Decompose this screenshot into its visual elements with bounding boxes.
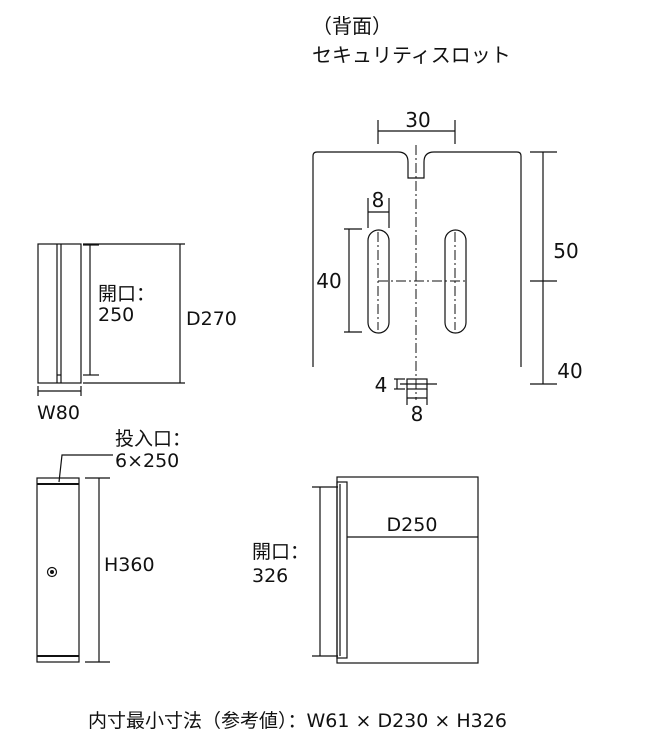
side-width: W80 (37, 402, 80, 424)
side-view: 開口： 250 D270 W80 (37, 243, 237, 424)
door-frame (336, 481, 348, 659)
back-panel-outline (312, 151, 522, 367)
dim-lower: 40 (557, 359, 582, 383)
back-view: （背面） セキュリティスロット 30 8 40 50 40 (312, 14, 583, 426)
slot-leader-line (58, 454, 113, 483)
back-view-subtitle: セキュリティスロット (312, 43, 511, 67)
dim-small-slot-height: 4 (375, 373, 388, 397)
front-body (36, 477, 80, 663)
side-depth: D270 (186, 308, 237, 330)
open-depth: D250 (387, 514, 438, 536)
side-opening-label: 開口： (98, 283, 155, 305)
dim-slot-width: 8 (372, 188, 385, 212)
dim-small-slot-width: 8 (411, 402, 424, 426)
open-opening-label: 開口： (252, 541, 309, 563)
side-opening-value: 250 (98, 304, 134, 326)
slot-value: 6×250 (115, 450, 179, 472)
inner-dimensions-note: 内寸最小寸法（参考値）：W61 × D230 × H326 (88, 710, 507, 732)
lock-icon (46, 566, 58, 578)
open-view: D250 開口： 326 (252, 476, 479, 664)
mounting-slot-left (367, 229, 390, 334)
open-body (336, 476, 479, 664)
front-view: 投入口： 6×250 H360 (36, 428, 191, 663)
dim-upper: 50 (553, 239, 578, 263)
side-body (37, 243, 82, 384)
dim-notch-width: 30 (405, 108, 430, 132)
back-view-title: （背面） (312, 14, 392, 38)
lock-keyhole (50, 570, 54, 574)
dim-slot-length: 40 (316, 269, 341, 293)
mounting-slot-right (444, 229, 467, 334)
open-opening-value: 326 (252, 565, 288, 587)
slot-label: 投入口： (115, 428, 191, 450)
front-height: H360 (104, 554, 155, 576)
